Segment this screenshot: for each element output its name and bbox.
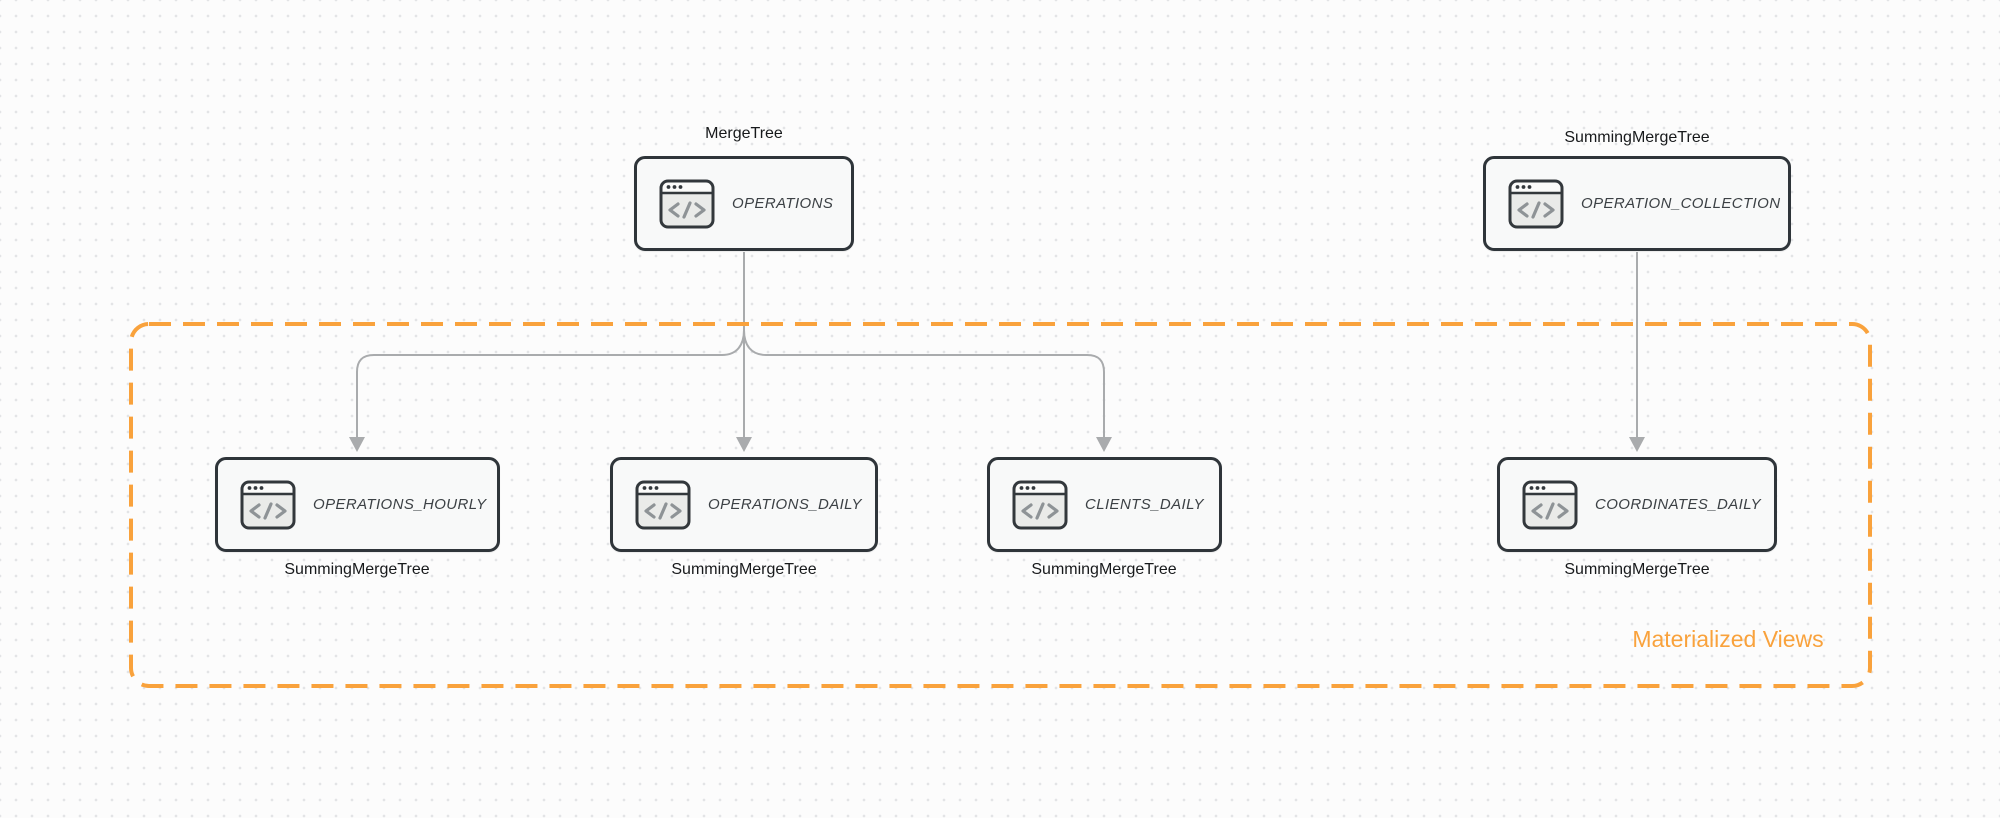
table-name-coordinates-daily: COORDINATES_DAILY xyxy=(1595,496,1762,513)
table-name-operations-hourly: OPERATIONS_HOURLY xyxy=(313,496,487,513)
node-operation-collection[interactable]: OPERATION_COLLECTION xyxy=(1483,156,1791,251)
materialized-views-group-label: Materialized Views xyxy=(1632,626,1824,652)
code-window-icon xyxy=(1012,480,1068,529)
node-operations-daily[interactable]: OPERATIONS_DAILY xyxy=(610,457,878,552)
node-clients-daily[interactable]: CLIENTS_DAILY xyxy=(987,457,1222,552)
edge-operations-to-operations-hourly xyxy=(356,329,745,437)
table-name-operations: OPERATIONS xyxy=(732,195,834,212)
code-window-icon xyxy=(1522,480,1578,529)
arrowhead-operations-hourly xyxy=(349,437,365,452)
code-window-icon xyxy=(1508,179,1564,228)
engine-label-coordinates-daily: SummingMergeTree xyxy=(1564,561,1710,578)
code-window-icon xyxy=(659,179,715,228)
code-window-icon xyxy=(635,480,691,529)
arrowhead-clients-daily xyxy=(1096,437,1112,452)
arrowhead-operations-daily xyxy=(736,437,752,452)
engine-label-operations: MergeTree xyxy=(705,125,783,142)
table-name-operations-daily: OPERATIONS_DAILY xyxy=(708,496,862,513)
node-coordinates-daily[interactable]: COORDINATES_DAILY xyxy=(1497,457,1777,552)
engine-label-operation-collection: SummingMergeTree xyxy=(1564,129,1710,146)
table-name-operation-collection: OPERATION_COLLECTION xyxy=(1581,195,1781,212)
node-operations-hourly[interactable]: OPERATIONS_HOURLY xyxy=(215,457,500,552)
arrowhead-coordinates-daily xyxy=(1629,437,1645,452)
engine-label-clients-daily: SummingMergeTree xyxy=(1031,561,1177,578)
code-window-icon xyxy=(240,480,296,529)
table-name-clients-daily: CLIENTS_DAILY xyxy=(1085,496,1204,513)
engine-label-operations-hourly: SummingMergeTree xyxy=(284,561,430,578)
node-operations[interactable]: OPERATIONS xyxy=(634,156,854,251)
edge-operations-to-clients-daily xyxy=(743,329,1105,437)
engine-label-operations-daily: SummingMergeTree xyxy=(671,561,817,578)
